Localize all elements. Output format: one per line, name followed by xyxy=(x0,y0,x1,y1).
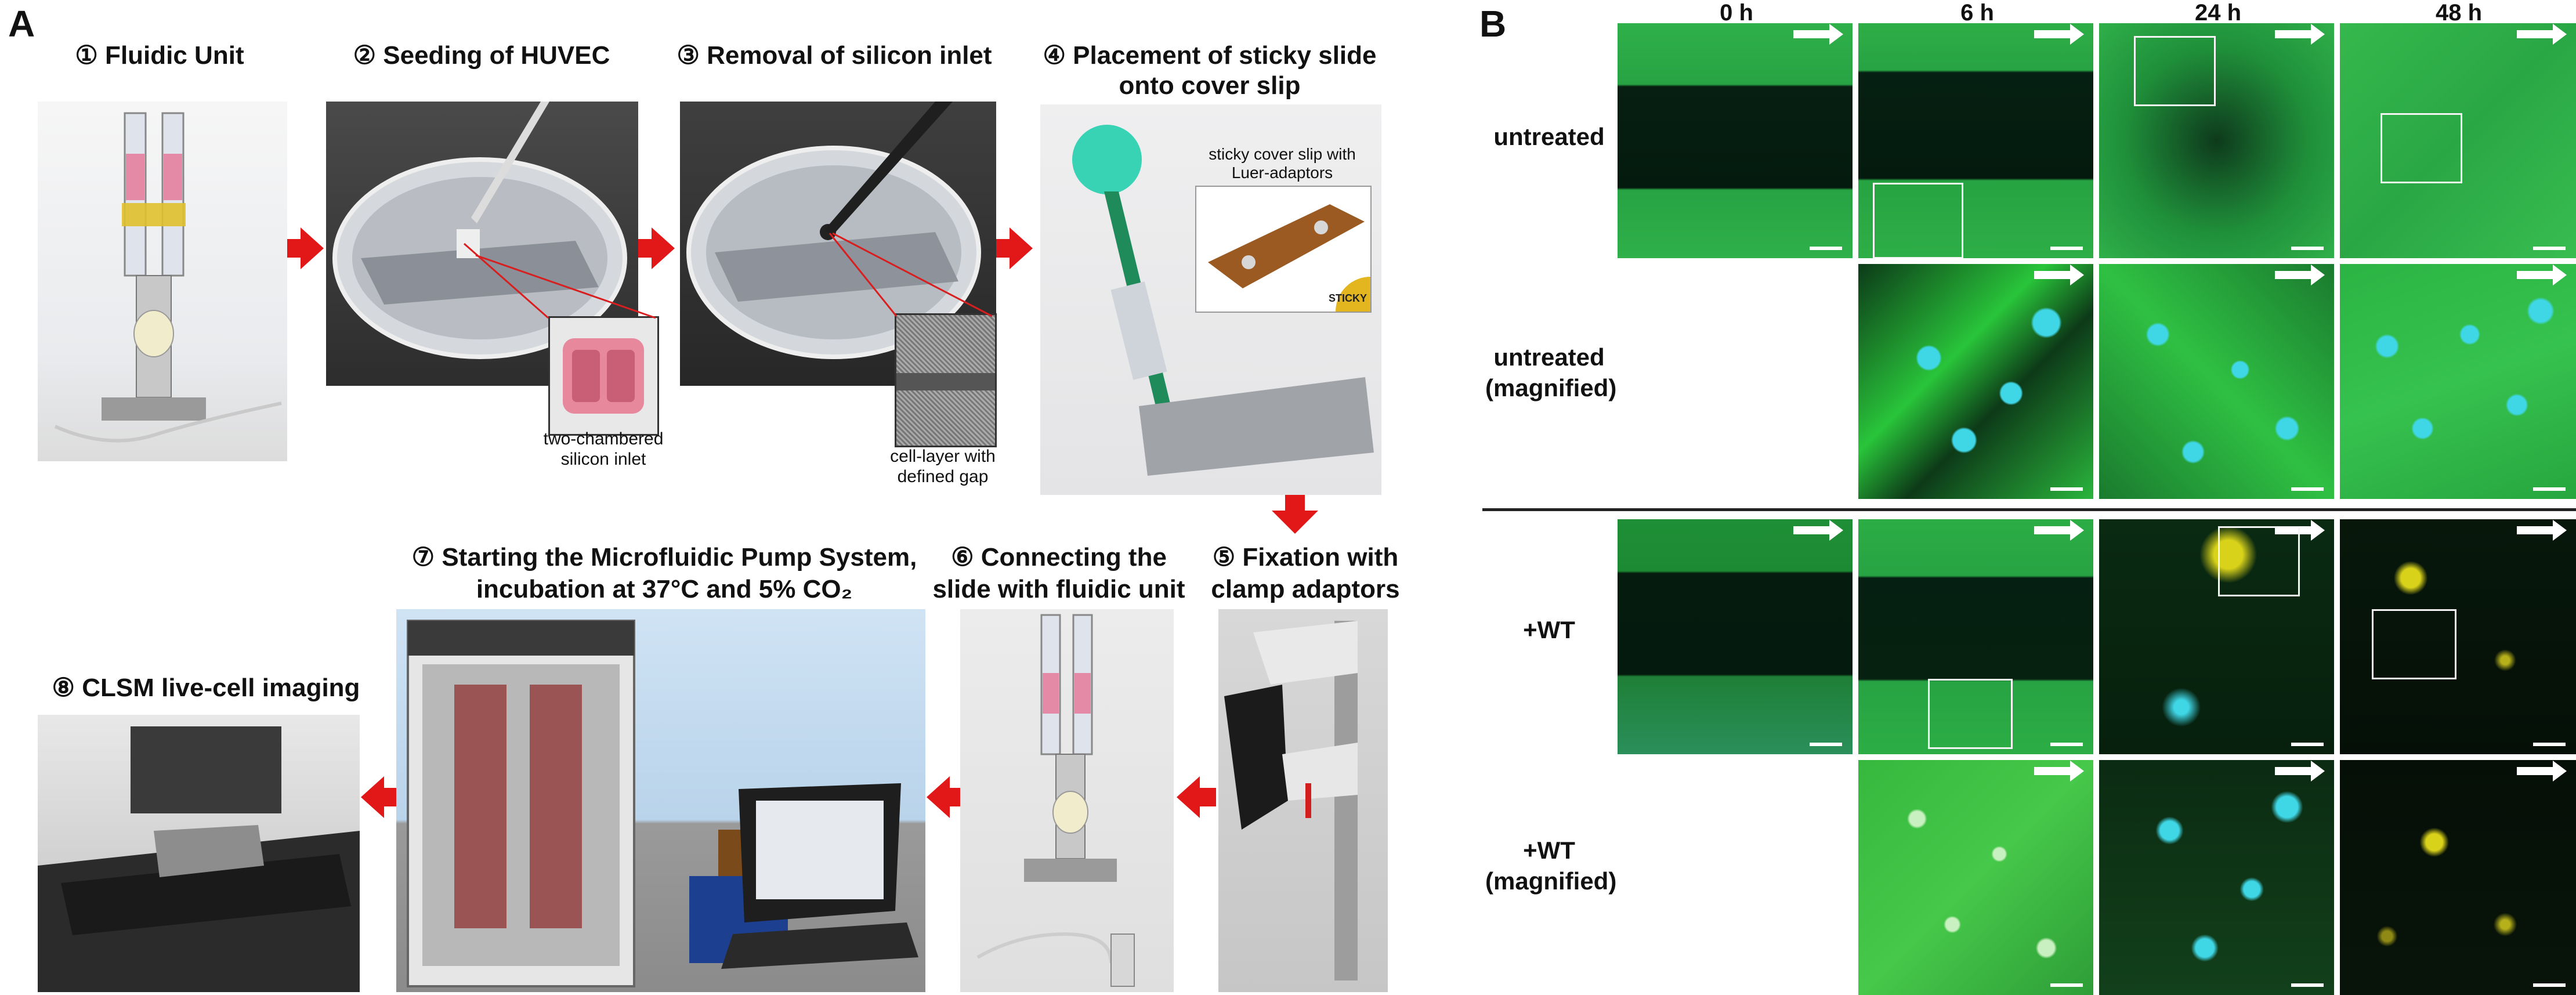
step-3-title: ③ Removal of silicon inlet xyxy=(676,41,992,70)
flow-direction-arrow xyxy=(2034,520,2084,541)
magnification-roi xyxy=(2380,113,2462,183)
arrow-4-5-body xyxy=(1285,495,1305,512)
arrow-5-6 xyxy=(1177,776,1200,818)
sticky-slip-inset: STICKY xyxy=(1195,186,1372,313)
panel-b-letter: B xyxy=(1479,3,1507,45)
arrow-7-8 xyxy=(361,776,384,818)
magnification-roi xyxy=(1873,183,1963,258)
scale-bar xyxy=(2533,983,2566,987)
step-8-title: ⑧ CLSM live-cell imaging xyxy=(52,674,360,702)
arrow-4-5 xyxy=(1272,511,1318,534)
flow-direction-arrow xyxy=(1793,520,1843,541)
flow-direction-arrow xyxy=(2275,520,2325,541)
flow-direction-arrow xyxy=(2517,761,2567,781)
incubator-photo xyxy=(396,609,925,992)
micrograph-untreated-magnified-24h xyxy=(2099,264,2334,499)
magnification-roi xyxy=(1928,679,2013,749)
arrow-5-6-body xyxy=(1199,788,1216,806)
row-label-untreated-magnified-1: untreated xyxy=(1493,343,1605,371)
sticky-badge: STICKY xyxy=(1328,292,1367,304)
flow-direction-arrow xyxy=(2275,24,2325,45)
flow-direction-arrow xyxy=(2034,24,2084,45)
scale-bar xyxy=(2533,247,2566,250)
magnification-roi xyxy=(2218,526,2300,596)
panel-b-divider xyxy=(1482,508,2576,511)
micrograph-wt-magnified-48h xyxy=(2340,760,2576,995)
cell-layer-inset xyxy=(895,313,997,447)
scale-bar xyxy=(2291,983,2324,987)
micrograph-untreated-magnified-48h xyxy=(2340,264,2576,499)
row-label-wt-magnified-2: (magnified) xyxy=(1485,867,1617,895)
arrow-6-7-body xyxy=(949,788,960,806)
connecting-photo xyxy=(960,609,1174,992)
row-label-untreated: untreated xyxy=(1493,123,1605,150)
step-7-title-line2: incubation at 37°C and 5% CO₂ xyxy=(476,575,853,603)
flow-direction-arrow xyxy=(2034,265,2084,285)
scale-bar xyxy=(2050,247,2083,250)
flow-direction-arrow xyxy=(2517,520,2567,541)
step-5-title-line1: ⑤ Fixation with xyxy=(1212,543,1399,571)
row-label-untreated-magnified-2: (magnified) xyxy=(1485,374,1617,401)
micrograph-untreated-magnified-6h xyxy=(1858,264,2093,499)
flow-direction-arrow xyxy=(2275,265,2325,285)
column-header-24h: 24 h xyxy=(2194,0,2242,26)
micrograph-wt-48h xyxy=(2340,519,2576,754)
step-6-title-line2: slide with fluidic unit xyxy=(932,575,1185,603)
step-6-title-line1: ⑥ Connecting the xyxy=(951,543,1167,571)
arrow-2-3-body xyxy=(638,239,653,258)
micrograph-wt-0h xyxy=(1618,519,1853,754)
micrograph-wt-24h xyxy=(2099,519,2334,754)
column-header-48h: 48 h xyxy=(2435,0,2483,26)
sticky-slip-caption: sticky cover slip with Luer-adaptors xyxy=(1209,145,1356,182)
scale-bar xyxy=(2291,487,2324,491)
cell-layer-caption: cell-layer with defined gap xyxy=(890,447,996,486)
scale-bar xyxy=(2291,247,2324,250)
micrograph-untreated-24h xyxy=(2099,23,2334,258)
flow-direction-arrow xyxy=(2517,265,2567,285)
scale-bar xyxy=(1810,743,1842,746)
scale-bar xyxy=(2533,487,2566,491)
scale-bar xyxy=(1810,247,1842,250)
micrograph-untreated-48h xyxy=(2340,23,2576,258)
column-header-0h: 0 h xyxy=(1720,0,1753,26)
silicon-inlet-caption: two-chambered silicon inlet xyxy=(543,429,664,469)
arrow-3-4-body xyxy=(996,239,1011,258)
micrograph-wt-magnified-24h xyxy=(2099,760,2334,995)
column-header-6h: 6 h xyxy=(1960,0,1994,26)
micrograph-wt-6h xyxy=(1858,519,2093,754)
flow-direction-arrow xyxy=(2034,761,2084,781)
step-4-title-line2: onto cover slip xyxy=(1119,71,1301,100)
clamp-photo xyxy=(1218,609,1388,992)
scale-bar xyxy=(2050,487,2083,491)
arrow-6-7 xyxy=(927,776,950,818)
magnification-roi xyxy=(2372,609,2456,679)
scale-bar xyxy=(2050,743,2083,746)
scale-bar xyxy=(2533,743,2566,746)
step-7-title-line1: ⑦ Starting the Microfluidic Pump System, xyxy=(411,543,917,571)
flow-direction-arrow xyxy=(2517,24,2567,45)
arrow-7-8-body xyxy=(383,788,396,806)
arrow-3-4 xyxy=(1010,227,1033,269)
silicon-inlet-inset xyxy=(548,316,659,436)
step-2-title: ② Seeding of HUVEC xyxy=(353,41,610,70)
micrograph-wt-magnified-6h xyxy=(1858,760,2093,995)
step-5-title-line2: clamp adaptors xyxy=(1211,575,1400,603)
flow-direction-arrow xyxy=(2275,761,2325,781)
row-label-wt: +WT xyxy=(1523,616,1575,643)
micrograph-untreated-0h xyxy=(1618,23,1853,258)
arrow-1-2-body xyxy=(287,239,302,258)
arrow-1-2 xyxy=(301,227,324,269)
panel-a-letter: A xyxy=(8,3,35,45)
fluidic-unit-photo xyxy=(38,102,287,461)
step-1-title: ① Fluidic Unit xyxy=(75,41,244,70)
clsm-photo xyxy=(38,715,360,992)
micrograph-untreated-6h xyxy=(1858,23,2093,258)
arrow-2-3 xyxy=(652,227,675,269)
row-label-wt-magnified-1: +WT xyxy=(1523,837,1575,864)
magnification-roi xyxy=(2134,36,2216,106)
flow-direction-arrow xyxy=(1793,24,1843,45)
step-4-title-line1: ④ Placement of sticky slide xyxy=(1043,41,1377,70)
scale-bar xyxy=(2050,983,2083,987)
scale-bar xyxy=(2291,743,2324,746)
